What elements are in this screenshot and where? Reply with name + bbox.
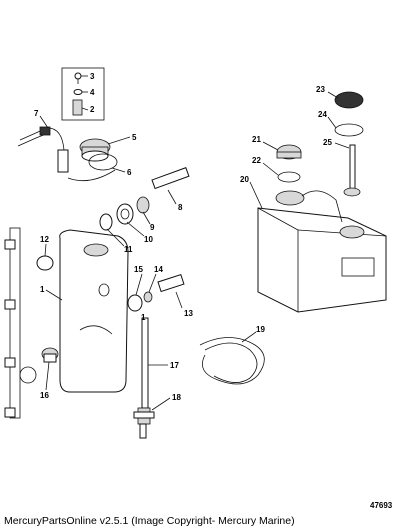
callout-22: 22: [252, 156, 261, 165]
portable-tank-caps: [276, 91, 364, 197]
callout-16: 16: [40, 391, 49, 400]
fuel-outlet-fitting: [41, 347, 59, 363]
callout-23: 23: [316, 85, 325, 94]
integral-fuel-tank: [59, 229, 129, 393]
callout-12: 12: [40, 235, 49, 244]
callout-24: 24: [318, 110, 327, 119]
callout-11: 11: [124, 245, 133, 254]
callout-19: 19: [256, 325, 265, 334]
callout-13: 13: [184, 309, 193, 318]
check-valve-fittings: [127, 273, 185, 312]
fuel-cap-assembly: [67, 138, 118, 182]
callout-5: 5: [132, 133, 137, 142]
wire-harness: [17, 126, 69, 173]
callout-1b: 1: [141, 313, 146, 322]
callout-21: 21: [252, 135, 261, 144]
callout-7: 7: [34, 109, 39, 118]
callout-17: 17: [170, 361, 179, 370]
small-hardware-inset: [61, 67, 105, 121]
mounting-bracket: [4, 227, 54, 419]
callout-10: 10: [144, 235, 153, 244]
diagram-reference-number: 47693: [370, 501, 393, 510]
callout-2: 2: [90, 105, 95, 114]
callout-labels: 1 1 2 3 4 5 6 7 8 9 10 11 12 13 14 15 16…: [34, 72, 393, 510]
callout-25: 25: [323, 138, 332, 147]
portable-fuel-tank: [257, 190, 387, 313]
leader-lines: [39, 75, 350, 411]
bolt-and-washers: [99, 167, 190, 231]
callout-15: 15: [134, 265, 143, 274]
callout-20: 20: [240, 175, 249, 184]
callout-6: 6: [127, 168, 132, 177]
callout-1a: 1: [40, 285, 45, 294]
callout-8: 8: [178, 203, 183, 212]
footer-caption: MercuryPartsOnline v2.5.1 (Image Copyrig…: [4, 515, 295, 527]
callout-9: 9: [150, 223, 155, 232]
callout-3: 3: [90, 72, 95, 81]
callout-4: 4: [90, 88, 95, 97]
fuel-hose: [199, 337, 265, 385]
pickup-tube: [133, 317, 155, 439]
callout-18: 18: [172, 393, 181, 402]
callout-14: 14: [154, 265, 163, 274]
